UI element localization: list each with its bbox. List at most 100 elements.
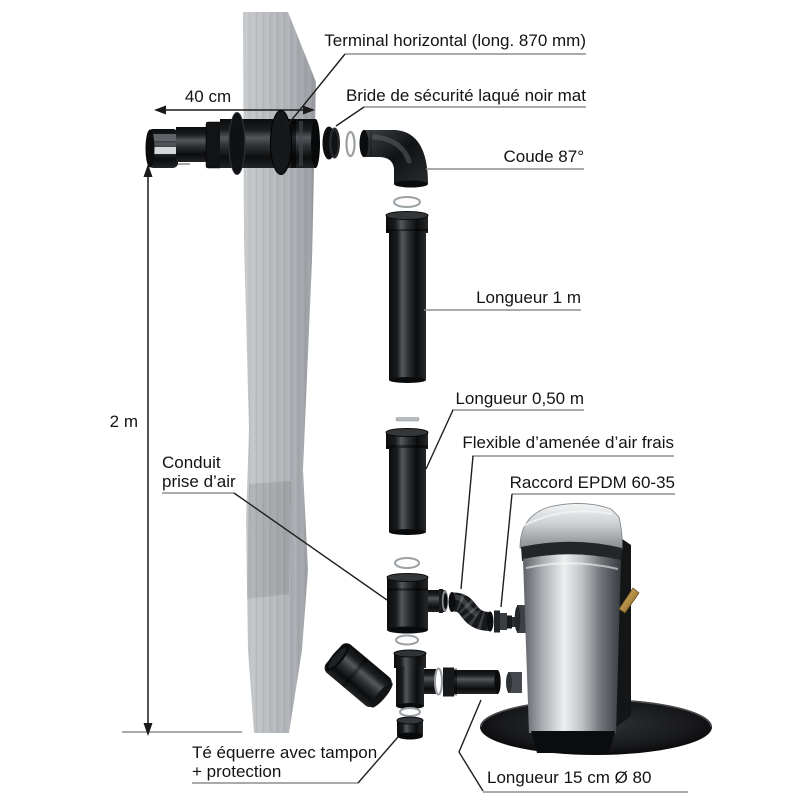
dimension-40cm (154, 105, 315, 115)
label-bride: Bride de sécurité laqué noir mat (345, 86, 586, 105)
elbow-body (363, 130, 428, 184)
leader-te (357, 736, 399, 784)
label-conduit-line1: Conduit (162, 453, 221, 472)
label-coude: Coude 87° (503, 147, 584, 166)
epdm-ring1 (494, 610, 500, 633)
stove-top-edge (522, 510, 613, 527)
gasket-terminal (345, 130, 356, 158)
terminal-horizontal (145, 110, 320, 175)
leader-conduit (233, 492, 388, 601)
epdm-ring4 (512, 617, 516, 627)
elbow-outlet (394, 180, 428, 188)
terminal-end-face (311, 119, 320, 168)
label-te-line2: + protection (192, 762, 282, 781)
label-terminal: Terminal horizontal (long. 870 mm) (324, 31, 586, 50)
stove-body-seam (525, 562, 619, 570)
flexible-hose (448, 592, 494, 632)
label-flexible: Flexible d’amenée d’air frais (462, 433, 674, 452)
stove-air-port (517, 605, 527, 633)
leader-terminal (285, 53, 346, 128)
wall-shaded-patch (247, 481, 291, 599)
pipe-050m-socket-band (386, 445, 428, 448)
terminal-cap-band-mid (150, 134, 176, 141)
leader-flexible (460, 455, 474, 590)
label-underlines (162, 53, 688, 793)
pipe-1m-mouth (385, 211, 429, 220)
label-conduit-line2: prise d’air (162, 472, 236, 491)
tee-mouth (386, 573, 429, 582)
terminal-collar-ring (228, 112, 246, 175)
tee-band (387, 588, 428, 591)
gasket-flat (395, 417, 420, 422)
tee-stub-end (443, 593, 448, 609)
securing-collar (322, 126, 340, 160)
duct-band (341, 657, 369, 688)
collar-hole (331, 131, 338, 155)
terminal-socket-ring2 (299, 121, 303, 166)
leader-bride (335, 106, 365, 127)
gasket-ring-3 (399, 707, 421, 717)
tampon-bottom (397, 732, 423, 740)
epdm-ring2 (500, 613, 507, 630)
terminal-step-collar (205, 121, 223, 169)
pipe-15-end (494, 670, 501, 694)
terminal-socket-ring1 (291, 119, 296, 168)
dim-2m-arrow-down (143, 723, 153, 736)
pipe-1m (385, 211, 429, 383)
terminal-cap-band-light (150, 147, 176, 154)
stove-air-port-face (514, 606, 521, 632)
pipe-1m-body (389, 231, 426, 380)
label-15cm: Longueur 15 cm Ø 80 (487, 768, 652, 787)
air-intake-tee (386, 573, 449, 634)
label-te: Té équerre avec tampon + protection (192, 743, 377, 781)
stove-pedestal (531, 731, 615, 753)
gasket-ring-1 (394, 557, 420, 569)
stove-handle (618, 587, 640, 614)
label-te-line1: Té équerre avec tampon (192, 743, 378, 762)
label-conduit: Conduit prise d’air (162, 453, 236, 491)
tee-body (387, 576, 428, 630)
dim-40-arrow-left (154, 105, 166, 115)
pipe-050m (385, 428, 429, 535)
wall-texture (243, 12, 316, 733)
air-intake-duct (324, 643, 393, 708)
dim-40-arrow-right (303, 105, 315, 115)
terminal-inner-tube (176, 127, 208, 162)
te-body (396, 666, 424, 706)
terminal-wall-flange (270, 110, 292, 175)
gasket-elbow (393, 196, 421, 208)
te-mouth (393, 649, 427, 658)
wall (243, 12, 316, 733)
pipe-050m-mouth (385, 428, 429, 437)
tampon-top (396, 716, 424, 725)
cap-tampon (396, 716, 424, 740)
pipe-1m-socket-band (386, 229, 428, 232)
leader-lines (233, 53, 513, 792)
stove-flue-port-face (506, 672, 512, 693)
label-050m: Longueur 0,50 m (455, 389, 584, 408)
dim-2m-arrow-up (143, 164, 153, 177)
duct-far-end (371, 682, 393, 708)
terminal-cap-end (145, 129, 155, 168)
elbow-inlet (359, 130, 369, 157)
hose-end-right (486, 611, 494, 632)
pipe-1m-bottom (389, 377, 426, 383)
tee-stub-ring (439, 589, 443, 613)
pipe-050m-body (389, 448, 426, 532)
gasket-ring-branch (434, 667, 443, 696)
leader-15cm (458, 699, 484, 792)
hose-end-left (448, 592, 456, 612)
hose-highlight (452, 594, 479, 617)
epdm-ring3 (507, 615, 512, 629)
tee-bottom (387, 626, 428, 634)
duct-open-inner (328, 647, 347, 668)
duct-body (324, 643, 392, 707)
dimension-2m (122, 163, 242, 736)
te-branch (424, 669, 436, 694)
label-dim-40cm: 40 cm (184, 87, 232, 106)
label-dim-2m: 2 m (109, 412, 138, 431)
elbow-87 (359, 130, 428, 188)
epdm-adapter (494, 610, 516, 633)
